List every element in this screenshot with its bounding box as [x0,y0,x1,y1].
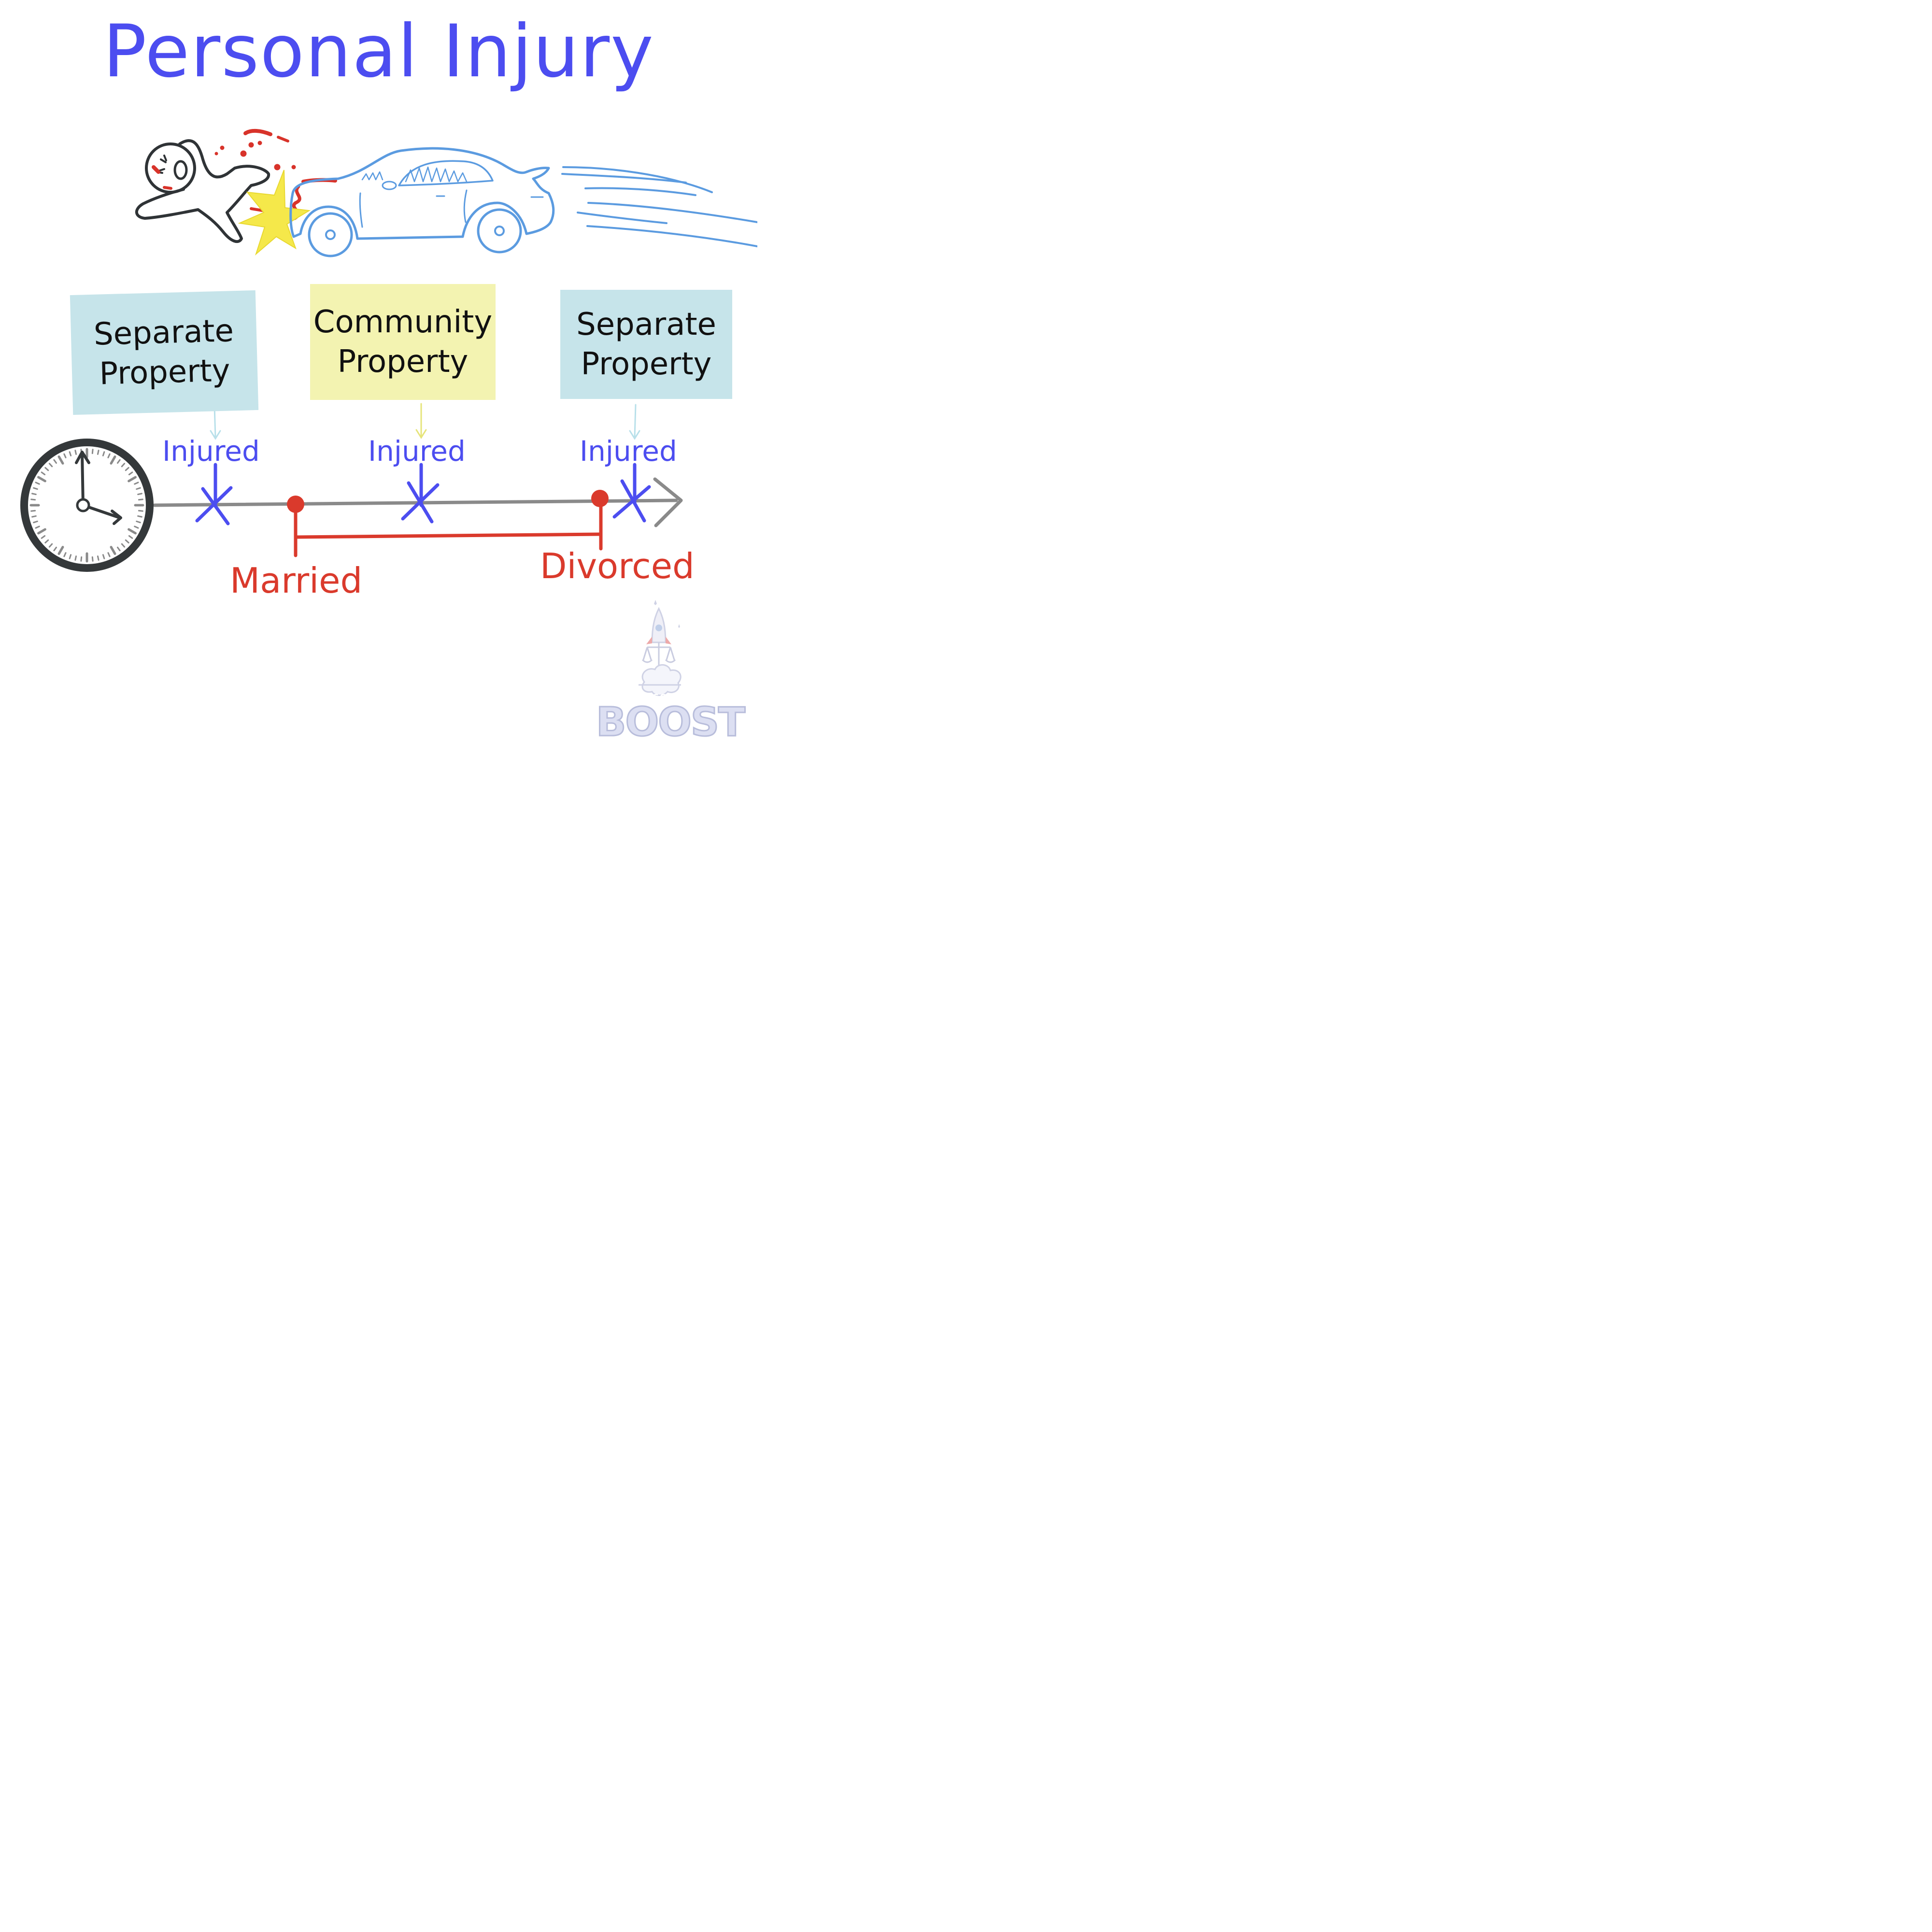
clock-tick [107,453,111,458]
clock-tick [48,543,53,548]
clock-tick [74,450,77,455]
diagram-canvas [20,129,757,696]
clock-tick [44,539,49,544]
clock-tick [74,555,77,561]
timeline-arrowhead [653,477,683,527]
clock-tick [121,463,126,468]
clock-tick [107,552,111,557]
clock-tick [137,515,142,518]
timeline [153,477,683,527]
clock-tick [134,482,139,485]
clock-tick [41,471,46,476]
clock-tick [97,450,99,455]
clock-tick [134,526,139,529]
box-line-2: Property [99,353,231,392]
clock-tick [91,556,94,562]
clock-tick [128,471,133,476]
box-line-1: Separate [93,313,234,353]
clock-icon [20,439,154,572]
clock-tick [125,467,129,471]
clock-tick [41,535,46,539]
speed-lines [561,166,757,247]
box-line-2: Property [337,344,469,380]
injured-label-after-divorce: Injured [580,435,677,468]
clock-tick [33,487,38,490]
timeline-line [153,498,678,507]
clock-tick [37,528,46,535]
clock-tick [110,546,116,555]
box-line-2: Property [581,346,712,382]
clock-tick [37,476,46,483]
accident-illustration [135,129,757,257]
clock-tick [31,493,37,496]
clock-tick [136,487,141,490]
clock-tick [102,554,105,559]
married-label: Married [230,560,363,601]
clock-tick [125,539,129,544]
clock-tick [91,449,94,455]
clock-tick [35,482,40,485]
clock-tick [128,528,137,535]
clock-tick [137,493,142,496]
clock-tick [44,467,49,471]
marriage-bracket [294,498,603,557]
clock-tick [110,455,116,465]
clock-tick [138,498,143,501]
clock-tick [48,463,53,468]
clock-tick [63,552,67,557]
box-arrows [210,403,640,440]
clock-tick [69,451,72,456]
injury-marker-2 [401,463,440,524]
clock-tick [116,546,121,552]
law-school-boost-logo-graphic [639,600,682,696]
clock-tick [57,455,64,465]
clock-tick [97,555,99,561]
clock-tick [57,546,64,555]
logo-law-school-text: LAW SCHOOL [626,693,697,702]
clock-tick [31,515,37,518]
injured-label-during-marriage: Injured [368,435,466,468]
divorced-dot [591,490,609,507]
married-dot [287,496,304,513]
box-line-1: Separate [576,307,716,342]
clock-tick [121,543,126,548]
injury-markers [195,463,651,526]
community-property-box: Community Property [310,284,496,400]
clock-tick [53,459,57,464]
impact-star [238,170,311,256]
clock-tick [128,476,137,483]
clock-tick [30,498,36,501]
stick-figure [135,139,270,243]
divorced-label: Divorced [540,546,695,586]
injury-marker-1 [195,463,233,526]
clock-tick [33,520,38,524]
clock-tick [80,556,83,562]
clock-tick [102,451,105,456]
box-line-1: Community [313,304,493,340]
clock-tick [116,459,121,464]
clock-tick [128,535,133,539]
injured-label-before-marriage: Injured [162,435,260,468]
clock-tick [136,520,141,524]
clock-tick [63,453,67,458]
page-title: Personal Injury [103,10,654,94]
clock-tick [69,554,72,559]
injury-marker-3 [612,463,651,523]
clock-tick [35,526,40,529]
separate-property-box-after: Separate Property [560,290,732,399]
logo-boost-text: BOOST [596,699,746,746]
car [289,147,555,257]
clock-tick [53,546,57,552]
separate-property-box-before: Separate Property [70,290,259,415]
